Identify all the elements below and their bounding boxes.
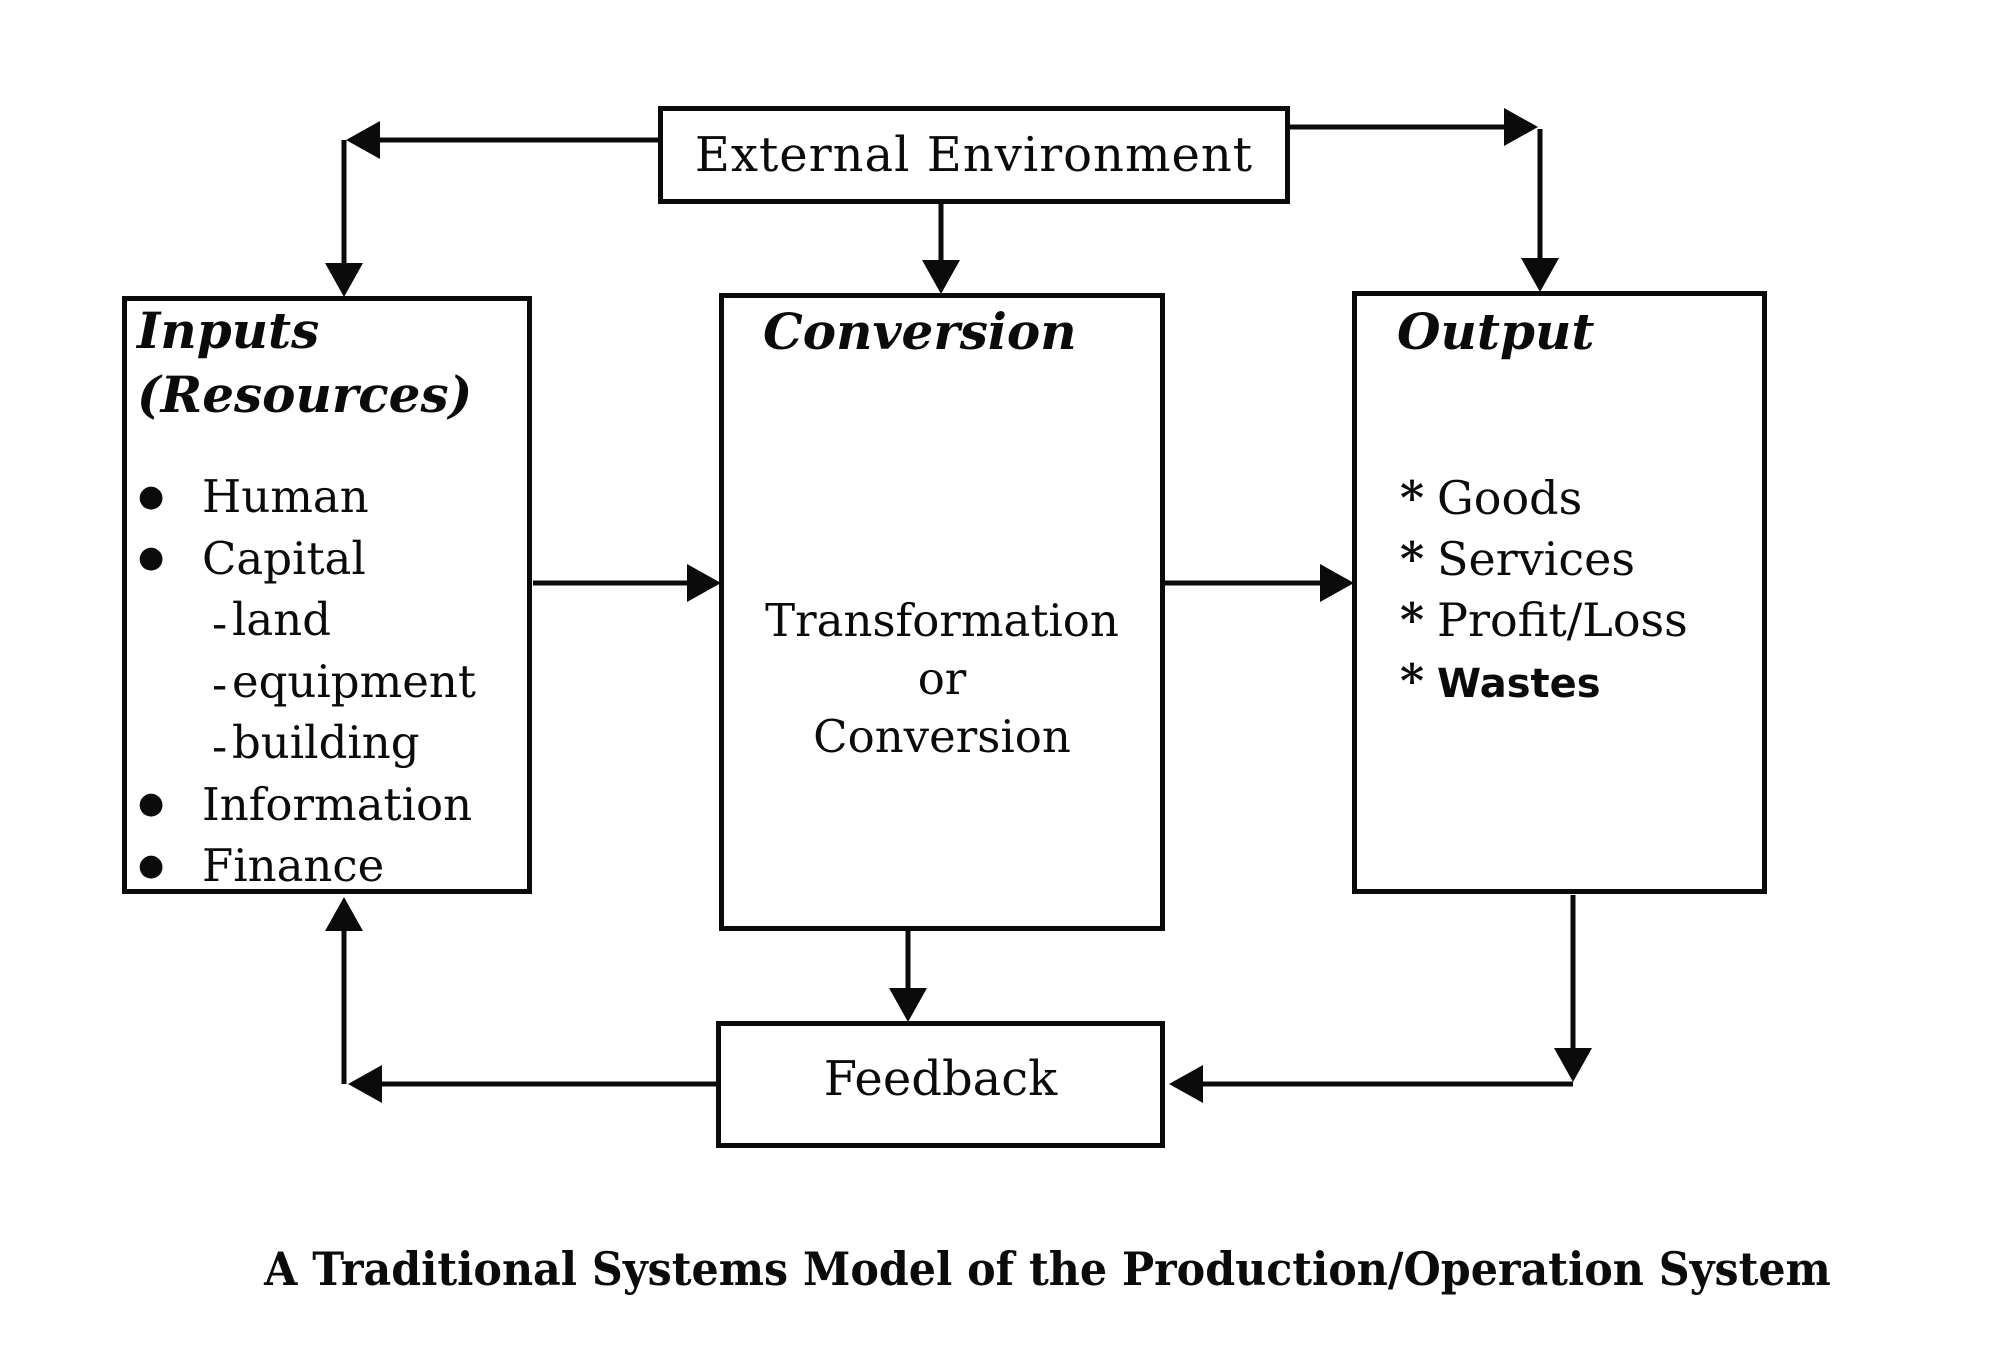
output-box: Output *Goods *Services *Profit/Loss *Wa…	[1352, 291, 1767, 894]
conversion-box: Conversion Transformation or Conversion	[719, 293, 1165, 931]
inputs-title-line2: (Resources)	[137, 365, 473, 424]
arrow-inputs-to-conversion	[533, 564, 721, 602]
arrow-output-to-feedback	[1169, 895, 1592, 1103]
inputs-title-line1: Inputs	[137, 301, 320, 360]
feedback-label: Feedback	[823, 1050, 1058, 1107]
bullet-icon: ●	[138, 786, 165, 821]
arrow-ee-to-conversion	[922, 204, 960, 294]
output-title: Output	[1397, 302, 1595, 361]
diagram-caption: A Traditional Systems Model of the Produ…	[264, 1242, 1831, 1296]
asterisk-icon: *	[1400, 593, 1425, 647]
arrow-feedback-to-inputs	[325, 897, 716, 1103]
list-item: -equipment	[212, 653, 527, 715]
conversion-body-line: Transformation	[765, 594, 1119, 647]
list-item: *Profit/Loss	[1357, 590, 1762, 651]
bullet-icon: ●	[138, 847, 165, 883]
list-item-label: land	[232, 593, 332, 646]
dash-icon: -	[212, 658, 228, 711]
list-item: *Goods	[1357, 468, 1762, 529]
arrow-conversion-to-feedback	[889, 931, 927, 1022]
list-item-label: Services	[1437, 532, 1636, 586]
list-item: ● Capital	[127, 530, 527, 592]
external-environment-box: External Environment	[658, 106, 1290, 204]
conversion-body: Transformation or Conversion	[724, 592, 1160, 766]
list-item: ● Human	[127, 468, 527, 530]
feedback-box: Feedback	[716, 1021, 1165, 1148]
external-environment-label: External Environment	[694, 127, 1254, 183]
list-item-label: Profit/Loss	[1437, 593, 1688, 647]
list-item-label: Human	[202, 470, 369, 523]
list-item: ● Information	[127, 776, 527, 838]
list-item-label: Capital	[202, 531, 366, 585]
arrow-ee-to-inputs	[325, 121, 658, 297]
asterisk-icon: *	[1400, 471, 1425, 525]
inputs-title: Inputs (Resources)	[137, 301, 472, 425]
list-item: -land	[212, 591, 527, 653]
list-item-label: building	[232, 716, 420, 769]
inputs-box: Inputs (Resources) ●Human ●Capital -land…	[122, 296, 532, 894]
dash-icon: -	[212, 719, 228, 773]
list-item-label: equipment	[232, 654, 476, 708]
list-item-label: Goods	[1437, 471, 1583, 525]
bullet-icon: ●	[138, 478, 165, 514]
asterisk-icon: *	[1400, 654, 1425, 708]
arrow-ee-to-output	[1288, 108, 1559, 292]
dash-icon: -	[212, 596, 228, 650]
bullet-icon: ●	[138, 540, 165, 575]
list-item: ● Finance	[127, 837, 527, 899]
conversion-body-line: or	[917, 652, 967, 705]
list-item: -building	[212, 714, 527, 776]
list-item: * Wastes	[1357, 651, 1762, 715]
conversion-body-line: Conversion	[813, 710, 1071, 763]
output-list: *Goods *Services *Profit/Loss *Wastes	[1357, 468, 1762, 715]
list-item-label: Finance	[202, 839, 385, 892]
inputs-list: ●Human ●Capital -land -equipment -buildi…	[127, 468, 527, 899]
list-item-label: Information	[202, 777, 473, 831]
arrow-conversion-to-output	[1165, 564, 1354, 602]
list-item: *Services	[1357, 529, 1762, 590]
list-item-label: Wastes	[1437, 661, 1601, 707]
conversion-title: Conversion	[763, 302, 1077, 361]
asterisk-icon: *	[1400, 532, 1425, 586]
